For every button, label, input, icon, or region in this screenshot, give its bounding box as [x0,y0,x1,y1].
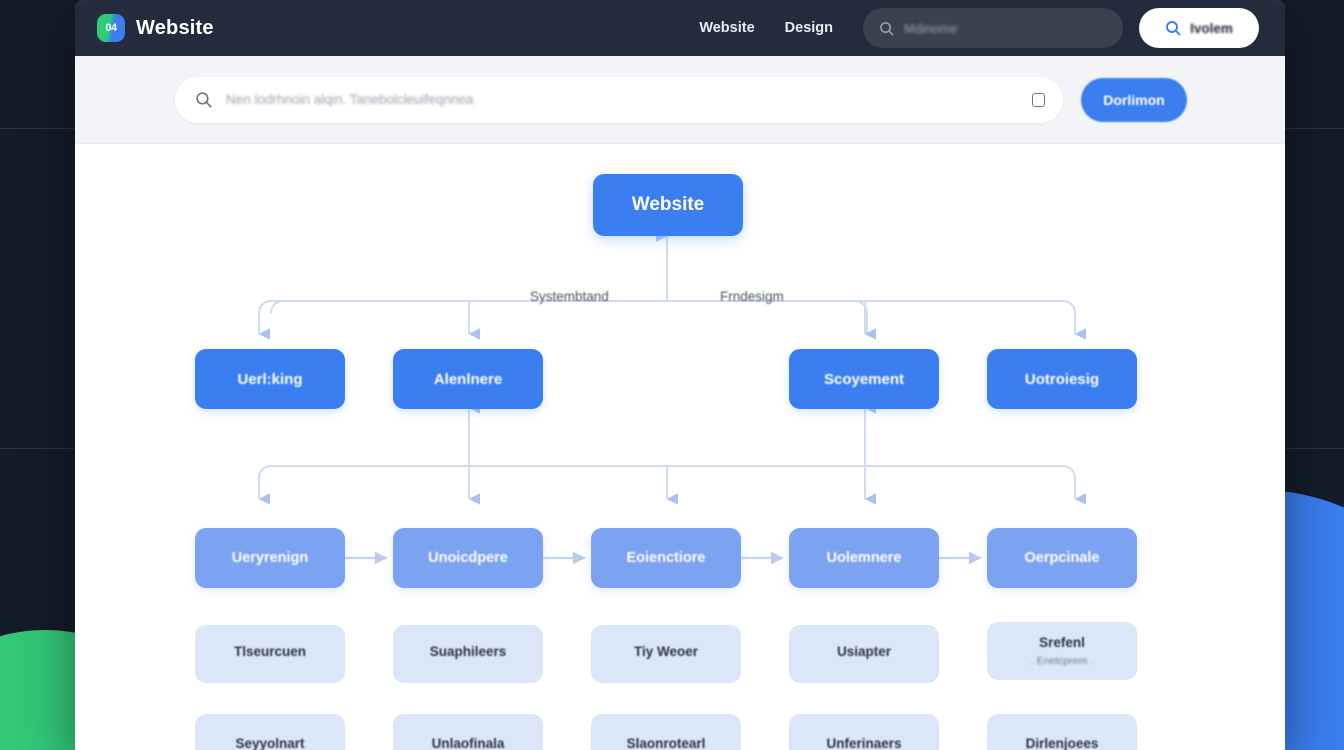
flow-node-label: Srefenl [1039,635,1085,650]
flow-node-label: Tlseurcuen [233,644,307,659]
nav-search-input[interactable]: Mdinome [863,8,1123,48]
flow-node-label: Unferinaers [826,735,902,750]
flowchart-canvas: Systembtand Frndesigm Website Uerl:king … [75,144,1285,750]
flow-node-level5[interactable]: Slaonrotearl [591,714,741,750]
flow-node-sublabel: . Enetcprem . [1030,655,1094,667]
nav-links: Website Design [699,20,833,36]
app-logo-icon: 04 [97,14,125,42]
flow-node-label: Uerl:king [237,370,303,388]
flow-node-level5[interactable]: Dirlenjoees [987,714,1137,750]
flow-node-label: Dirlenjoees [1025,735,1099,750]
square-icon[interactable] [1032,92,1045,107]
main-search-input[interactable]: Nen lodrhnoin alqin. Tanebolcleuifeqnnea [175,76,1063,123]
nav-cta-label: Ivolem [1190,20,1233,36]
flow-node-level4[interactable]: Usiapter [789,625,939,683]
flow-node-label: Uolemnere [826,550,902,566]
flow-node-root[interactable]: Website [593,174,743,236]
flow-node-label: Seyyolnart [235,735,305,750]
flow-node-level3[interactable]: Oerpcinale [987,528,1137,588]
flow-node-level4[interactable]: Suaphileers [393,625,543,683]
flow-node-level5[interactable]: Unlaofinala [393,714,543,750]
flow-node-label: Oerpcinale [1024,550,1100,566]
nav-search-placeholder: Mdinome [904,20,958,36]
nav-link-website[interactable]: Website [699,20,755,36]
top-navigation-bar: 04 Website Website Design Mdinome Ivolem [75,0,1285,56]
flow-node-level2[interactable]: Alenlnere [393,349,543,409]
flow-node-level2[interactable]: Scoyement [789,349,939,409]
flow-node-label: Website [631,194,705,215]
brand-name: Website [136,16,214,39]
brand[interactable]: 04 Website [97,14,214,42]
nav-link-design[interactable]: Design [784,20,833,36]
app-window: 04 Website Website Design Mdinome Ivolem [75,0,1285,750]
edge-label-left: Systembtand [530,289,609,304]
flow-node-level2[interactable]: Uotroiesig [987,349,1137,409]
flow-node-label: Slaonrotearl [626,735,706,750]
flow-node-level3[interactable]: Uolemnere [789,528,939,588]
flow-node-level4[interactable]: Srefenl . Enetcprem . [987,622,1137,680]
flow-node-level4[interactable]: Tlseurcuen [195,625,345,683]
flow-node-label: Usiapter [836,644,892,659]
search-icon [1166,21,1181,36]
flow-node-label: Uotroiesig [1024,370,1100,388]
flow-node-level2[interactable]: Uerl:king [195,349,345,409]
flow-node-level3[interactable]: Ueryrenign [195,528,345,588]
flow-node-level3[interactable]: Eoienctiore [591,528,741,588]
flow-node-label: Unlaofinala [431,735,505,750]
confirm-button[interactable]: Dorlimon [1081,77,1187,122]
flow-node-level5[interactable]: Seyyolnart [195,714,345,750]
main-search-placeholder: Nen lodrhnoin alqin. Tanebolcleuifeqnnea [226,92,474,107]
search-toolbar: Nen lodrhnoin alqin. Tanebolcleuifeqnnea… [75,56,1285,144]
flow-node-level3[interactable]: Unoicdpere [393,528,543,588]
search-icon [880,21,894,35]
flow-node-label: Suaphileers [429,644,507,659]
flow-node-label: Tiy Weoer [633,644,699,659]
flow-node-label: Scoyement [823,370,905,388]
flow-node-label: Ueryrenign [231,550,309,566]
flowchart-connectors [258,230,1086,565]
flow-node-label: Eoienctiore [626,550,706,566]
search-icon [196,92,212,108]
nav-cta-button[interactable]: Ivolem [1139,8,1259,48]
flow-node-label: Unoicdpere [428,550,508,566]
edge-label-right: Frndesigm [720,289,784,304]
flow-node-label: Alenlnere [433,370,503,388]
flow-node-level4[interactable]: Tiy Weoer [591,625,741,683]
flow-node-level5[interactable]: Unferinaers [789,714,939,750]
